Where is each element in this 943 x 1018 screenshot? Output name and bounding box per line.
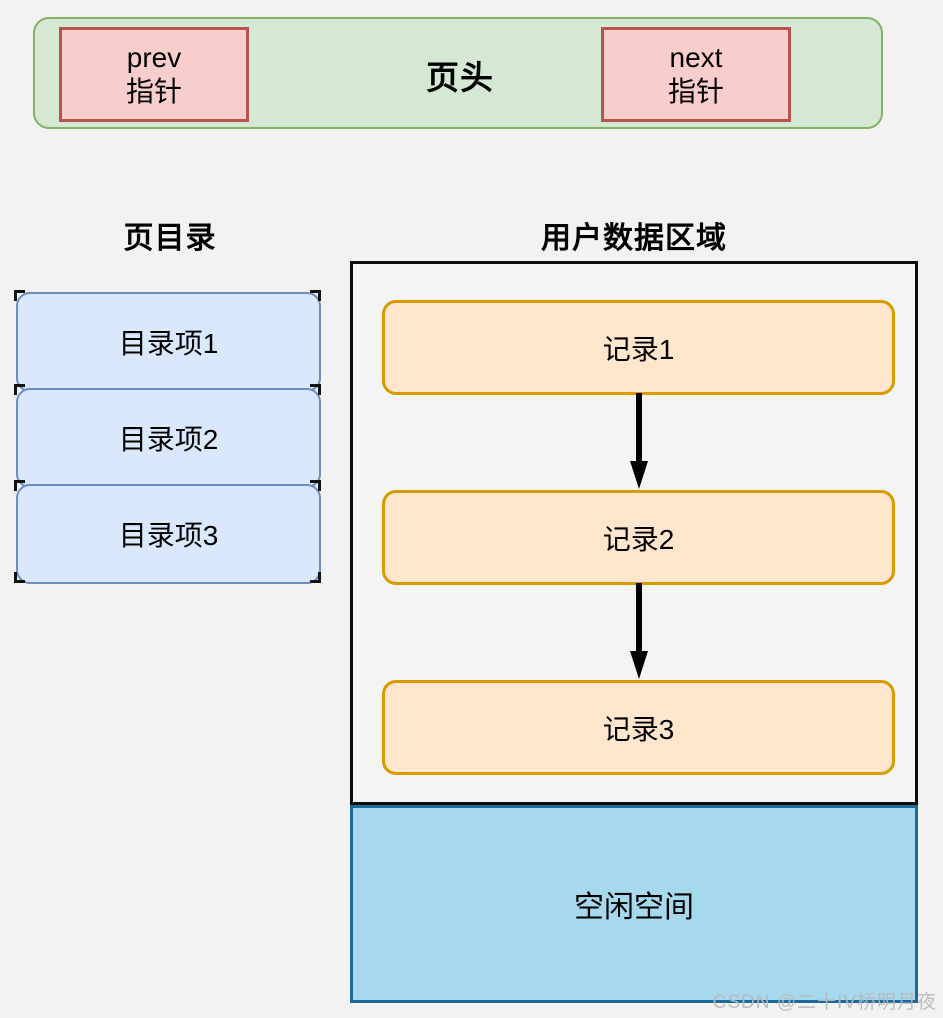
directory-item-label: 目录项3 (118, 520, 219, 551)
record-label: 记录2 (602, 523, 675, 555)
arrow-head-icon (630, 461, 648, 489)
prev-pointer-box[interactable]: prev 指针 (59, 27, 249, 122)
user-data-area-title: 用户数据区域 (541, 222, 727, 255)
page-directory-stack: 目录项1 目录项2 目录项3 (16, 292, 321, 584)
prev-pointer-label-line1: prev (126, 42, 182, 74)
directory-item-label: 目录项2 (118, 424, 219, 455)
csdn-watermark: CSDN @二十IV桥明月夜 (712, 992, 937, 1013)
prev-pointer-label-line2: 指针 (125, 75, 182, 107)
record-label: 记录1 (602, 333, 675, 365)
arrow-head-icon (630, 651, 648, 679)
directory-item-2[interactable]: 目录项2 (16, 388, 321, 488)
record-link-arrow-2 (630, 583, 648, 679)
record-box-2[interactable]: 记录2 (382, 490, 895, 585)
directory-item-3[interactable]: 目录项3 (16, 484, 321, 584)
directory-item-label: 目录项1 (118, 328, 219, 359)
record-box-3[interactable]: 记录3 (382, 680, 895, 775)
page-header-title: 页头 (426, 59, 494, 96)
record-link-arrow-1 (630, 393, 648, 489)
free-space-label: 空闲空间 (574, 891, 694, 924)
arrow-shaft (636, 393, 642, 467)
free-space-box[interactable]: 空闲空间 (350, 805, 918, 1003)
next-pointer-label-line1: next (669, 42, 723, 74)
page-directory-title: 页目录 (123, 222, 217, 255)
next-pointer-box[interactable]: next 指针 (601, 27, 791, 122)
record-box-1[interactable]: 记录1 (382, 300, 895, 395)
next-pointer-label-line2: 指针 (667, 75, 724, 107)
arrow-shaft (636, 583, 642, 657)
directory-item-1[interactable]: 目录项1 (16, 292, 321, 392)
record-label: 记录3 (602, 713, 675, 745)
